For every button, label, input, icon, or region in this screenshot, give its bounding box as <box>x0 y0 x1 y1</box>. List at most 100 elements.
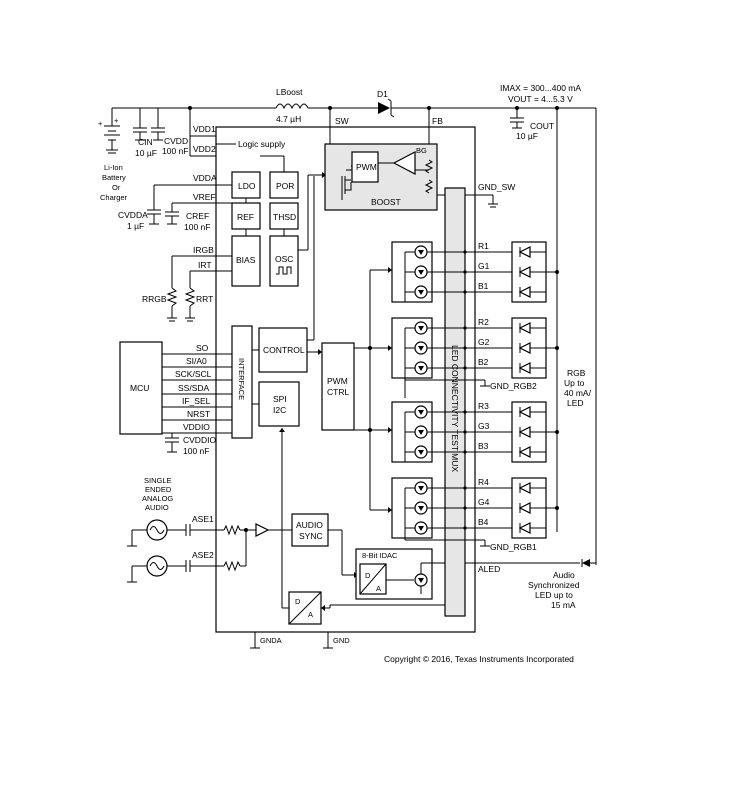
pin-ss: SS/SDA <box>178 383 210 393</box>
irgb-label: IRGB <box>193 245 214 255</box>
led-channel-label: G4 <box>478 497 490 507</box>
led-channel-label: R4 <box>478 477 489 487</box>
ase2-label: ASE2 <box>192 550 214 560</box>
fb-label: FB <box>432 116 443 126</box>
led-channel-label: R2 <box>478 317 489 327</box>
lboost-value: 4.7 µH <box>276 114 301 124</box>
cout-value: 10 µF <box>516 131 538 141</box>
rrt-resistor <box>184 287 196 307</box>
ase1-label: ASE1 <box>192 514 214 524</box>
gnd-rgb2-label: GND_RGB2 <box>490 381 537 391</box>
ldo-block <box>231 171 261 199</box>
pwm-ctrl-label-2: CTRL <box>327 387 349 397</box>
gnd-label: GND <box>333 636 350 645</box>
dac-d-label: D <box>365 571 371 580</box>
irt-label: IRT <box>198 260 212 270</box>
audio-led-note: Audio Synchronized LED up to 15 mA <box>528 570 582 610</box>
led-channel-label: B2 <box>478 357 489 367</box>
mcu-pin-lines <box>162 353 232 434</box>
led-channel-label: G2 <box>478 337 490 347</box>
audio-buffer-symbol <box>255 523 270 537</box>
led-channel-label: G3 <box>478 421 490 431</box>
cvdda-value: 1 µF <box>127 221 144 231</box>
rrgb-resistor <box>166 287 178 307</box>
audio-sync-label-1: AUDIO <box>296 520 323 530</box>
led-mux-block <box>444 187 466 617</box>
por-label: POR <box>276 181 294 191</box>
battery-label: Li-Ion Battery Or Charger <box>100 163 128 202</box>
gnda-label: GNDA <box>260 636 282 645</box>
led-channel-label: B3 <box>478 441 489 451</box>
rrgb-label: RRGB <box>142 294 167 304</box>
led-channel-label: R1 <box>478 241 489 251</box>
pin-if-sel: IF_SEL <box>182 396 211 406</box>
svg-text:+: + <box>98 119 103 128</box>
interface-label: INTERFACE <box>237 358 246 400</box>
spi-label: SPI <box>273 394 287 404</box>
cvddio-label: CVDDIO <box>183 435 216 445</box>
boost-mosfet <box>341 165 352 194</box>
pin-so: SO <box>196 343 209 353</box>
svg-text:+: + <box>114 116 119 125</box>
pwm-ctrl-block <box>321 342 355 431</box>
idac-label: 8-Bit IDAC <box>362 551 398 560</box>
spi-i2c-block <box>258 381 300 427</box>
interface-block <box>231 325 253 439</box>
aled-diode <box>582 559 590 567</box>
i2c-label: I2C <box>273 405 286 415</box>
audio-sync-block <box>291 513 329 547</box>
osc-label: OSC <box>275 254 293 264</box>
logic-supply-label: Logic supply <box>238 139 286 149</box>
boost-label: BOOST <box>371 197 401 207</box>
vout-label: VOUT = 4...5.3 V <box>508 94 573 104</box>
vdd2-label: VDD2 <box>193 144 216 154</box>
pwm-ctrl-label-1: PWM <box>327 376 348 386</box>
gnd-sw-label: GND_SW <box>478 182 515 192</box>
dac-a-label: A <box>376 584 381 593</box>
cvdd-value: 100 nF <box>162 146 188 156</box>
vref-label: VREF <box>193 192 216 202</box>
led-channel-label: B1 <box>478 281 489 291</box>
cref-label: CREF <box>186 211 209 221</box>
led-mux-label: LED CONNECTIVITY TEST MUX <box>450 345 460 472</box>
adc-d-label: D <box>295 597 301 606</box>
vdd1-label: VDD1 <box>193 124 216 134</box>
inductor-symbol <box>275 103 309 110</box>
bg-label: BG <box>416 146 427 155</box>
vdda-label: VDDA <box>193 173 217 183</box>
gnd-rgb1-label: GND_RGB1 <box>490 542 537 552</box>
cin-value: 10 µF <box>135 148 157 158</box>
led-channel-label: R3 <box>478 401 489 411</box>
cvdd-label: CVDD <box>164 136 188 146</box>
cout-label: COUT <box>530 121 554 131</box>
boost-block <box>324 143 438 211</box>
diode-symbol <box>378 102 390 114</box>
cref-value: 100 nF <box>184 222 210 232</box>
d1-label: D1 <box>377 89 388 99</box>
lboost-label: LBoost <box>276 87 303 97</box>
cvddio-value: 100 nF <box>183 446 209 456</box>
pin-si: SI/A0 <box>186 356 207 366</box>
mcu-block <box>119 341 163 435</box>
aled-label: ALED <box>478 564 500 574</box>
pwm-label: PWM <box>356 162 377 172</box>
mcu-label: MCU <box>130 383 149 393</box>
control-label: CONTROL <box>263 345 305 355</box>
sw-label: SW <box>335 116 349 126</box>
ldo-label: LDO <box>238 181 256 191</box>
adc-a-label: A <box>308 610 313 619</box>
cvdda-label: CVDDA <box>118 210 148 220</box>
rgb-note: RGB Up to 40 mA/ LED <box>564 368 593 408</box>
led-channel-label: B4 <box>478 517 489 527</box>
analog-audio-note: SINGLE ENDED ANALOG AUDIO <box>142 476 175 512</box>
imax-label: IMAX = 300...400 mA <box>500 83 581 93</box>
copyright-text: Copyright © 2016, Texas Instruments Inco… <box>384 654 574 664</box>
pwm-block <box>351 151 379 183</box>
error-amp-symbol <box>392 151 416 175</box>
por-block <box>269 171 299 199</box>
thsd-label: THSD <box>273 212 296 222</box>
